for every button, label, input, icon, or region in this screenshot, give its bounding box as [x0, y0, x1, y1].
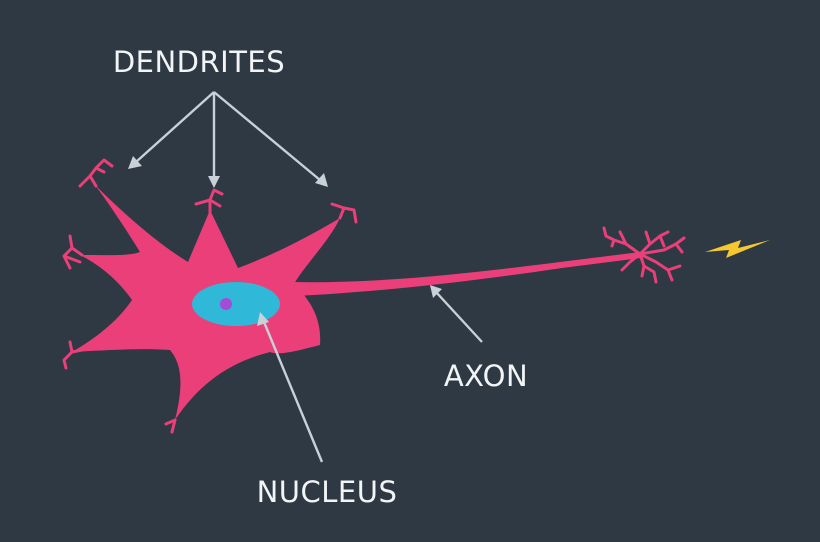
dendrite-twigs	[62, 158, 358, 434]
lightning-bolt-icon	[705, 240, 770, 258]
dendrites-pointers	[128, 91, 328, 188]
dendrites-arrowhead-center	[208, 176, 220, 188]
axon-label: AXON	[444, 359, 528, 393]
dendrites-arrowhead-right	[315, 173, 328, 187]
dendrites-pointer-right	[213, 91, 321, 181]
axon-pointer	[430, 285, 483, 343]
axon-terminal	[602, 226, 686, 284]
dendrites-label: DENDRITES	[113, 45, 285, 79]
axon	[292, 252, 641, 296]
dendrites-arrowhead-left	[128, 156, 142, 169]
nucleus-pointer	[257, 312, 324, 463]
nucleus	[192, 282, 280, 326]
nucleus-label: NUCLEUS	[257, 475, 398, 509]
dendrites-pointer-left	[135, 91, 215, 163]
nucleolus	[220, 298, 232, 310]
